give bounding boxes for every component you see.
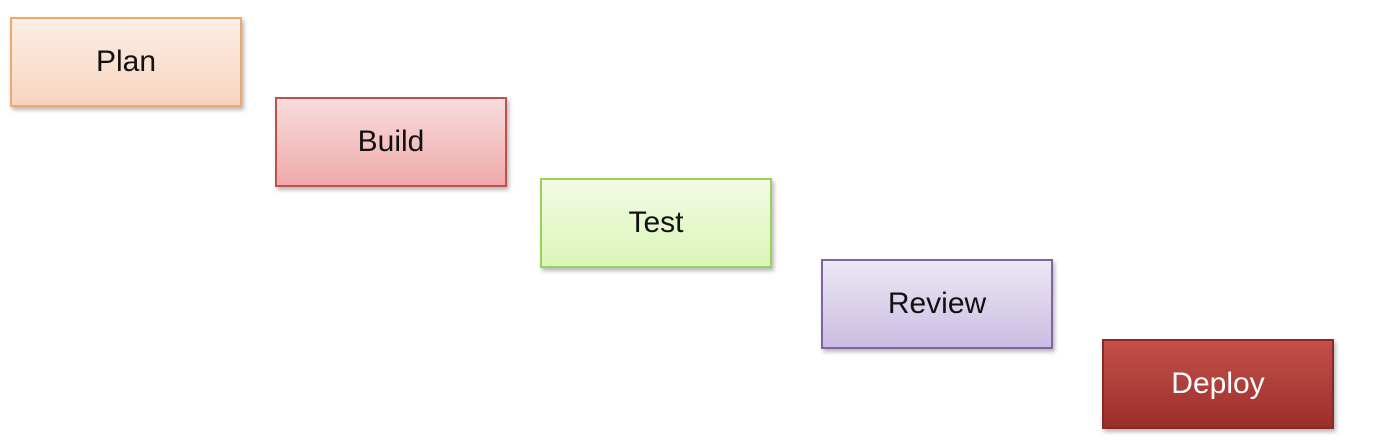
step-build-box: Build	[275, 97, 507, 187]
step-review-label: Review	[887, 287, 987, 320]
step-deploy-box: Deploy	[1102, 339, 1334, 429]
step-test-label: Test	[628, 206, 684, 239]
step-plan-box: Plan	[10, 17, 242, 107]
step-review-box: Review	[821, 259, 1053, 349]
step-build-label: Build	[357, 125, 425, 158]
step-plan-label: Plan	[95, 45, 157, 78]
step-test-box: Test	[540, 178, 772, 268]
step-deploy-label: Deploy	[1171, 367, 1265, 400]
